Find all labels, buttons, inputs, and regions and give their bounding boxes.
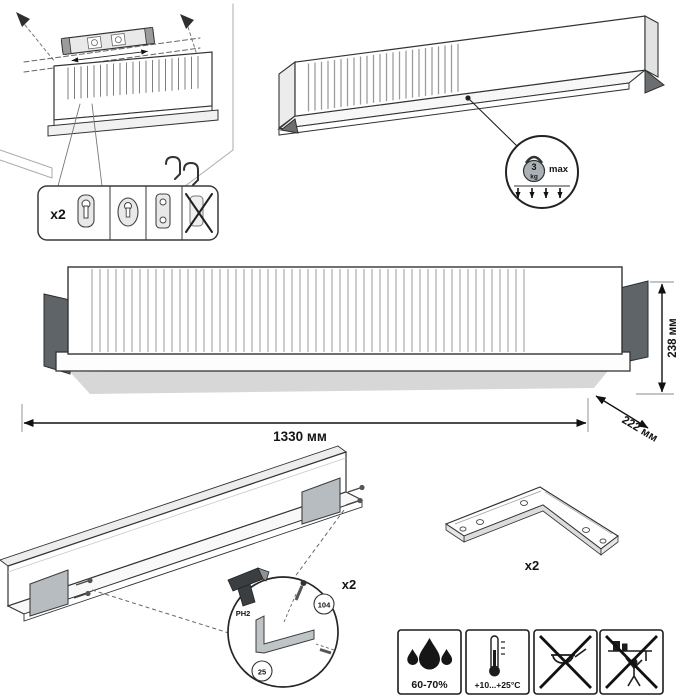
leader-lines <box>57 103 103 187</box>
shelf-overview-diagram: 3 kg max <box>277 15 665 209</box>
bracket-top-face <box>444 486 620 550</box>
assembly-quantity-label: x2 <box>342 577 356 592</box>
mounting-pin-icon <box>180 14 197 53</box>
callout-circle-bottom <box>251 660 273 682</box>
no-hanger-icon <box>185 193 213 233</box>
right-bracket <box>619 280 649 364</box>
thermometer-icon <box>489 635 505 677</box>
dimension-depth: 222 мм <box>595 395 660 445</box>
keyhole-hanger-icon <box>77 194 95 228</box>
callout-circle-top <box>313 593 335 615</box>
screw-icon <box>73 484 365 599</box>
assembly-diagram: PH2 104 25 x2 <box>0 445 365 688</box>
hardware-panel: x2 <box>37 185 219 241</box>
shelf-right-end <box>644 15 659 78</box>
right-bracket <box>644 68 665 94</box>
load-arrows <box>515 188 563 199</box>
board-edge <box>23 499 363 622</box>
detail-bracket <box>255 615 315 654</box>
width-label: 1330 мм <box>273 429 327 444</box>
bracket-diagram: x2 <box>444 486 620 573</box>
shelf-slats <box>303 43 459 113</box>
usage-conditions: 60-70% +10...+25°C <box>397 629 664 695</box>
assembly-bracket <box>29 477 341 617</box>
bracket-quantity-label: x2 <box>525 558 539 573</box>
height-label: 238 мм <box>667 318 679 357</box>
depth-label: 222 мм <box>620 414 660 445</box>
no-dishes-box <box>533 629 598 695</box>
wall-hook-icon <box>165 155 199 186</box>
detail-leader-lines <box>91 509 345 635</box>
shelf-board <box>55 351 631 372</box>
bit-label: PH2 <box>236 609 251 618</box>
shelf-shadow <box>70 366 612 394</box>
oval-hanger-icon <box>117 197 139 227</box>
humidity-box: 60-70% <box>397 629 462 695</box>
load-limit-callout: 3 kg max <box>465 95 579 209</box>
mounting-pin-icon <box>16 12 56 63</box>
bracket-edge-right <box>600 535 619 556</box>
bracket-holes <box>459 500 607 544</box>
weight-unit: kg <box>530 174 538 181</box>
humidity-label: 60-70% <box>411 679 448 691</box>
dimension-width: 1330 мм <box>21 398 589 444</box>
detail-screw <box>283 580 335 655</box>
temperature-box: +10...+25°C <box>465 629 530 695</box>
shelf-slats <box>88 269 528 352</box>
callout-bottom-label: 25 <box>258 668 266 677</box>
weight-icon: 3 kg <box>522 155 546 183</box>
wall-mounting-diagram: 800mm x2 <box>0 3 234 241</box>
dimension-height: 238 мм <box>636 281 679 395</box>
shelf-back-panel-small <box>47 51 219 137</box>
humidity-icon <box>407 638 453 670</box>
rail-hanger-icon <box>155 193 171 229</box>
max-label: max <box>549 164 569 175</box>
screwdriver-icon: PH2 <box>227 567 270 618</box>
no-climbing-box <box>599 629 664 695</box>
shelf-board-edge <box>278 82 630 136</box>
callout-top-label: 104 <box>318 601 331 610</box>
left-bracket <box>279 118 299 134</box>
bracket-edge-left <box>445 523 465 543</box>
weight-value: 3 <box>531 162 536 172</box>
temperature-label: +10...+25°C <box>475 680 521 690</box>
hardware-quantity-label: x2 <box>50 206 66 222</box>
shelf-front-view: 1330 мм 238 мм 222 мм <box>21 266 679 445</box>
assembly-detail-callout: PH2 104 25 <box>227 567 339 688</box>
